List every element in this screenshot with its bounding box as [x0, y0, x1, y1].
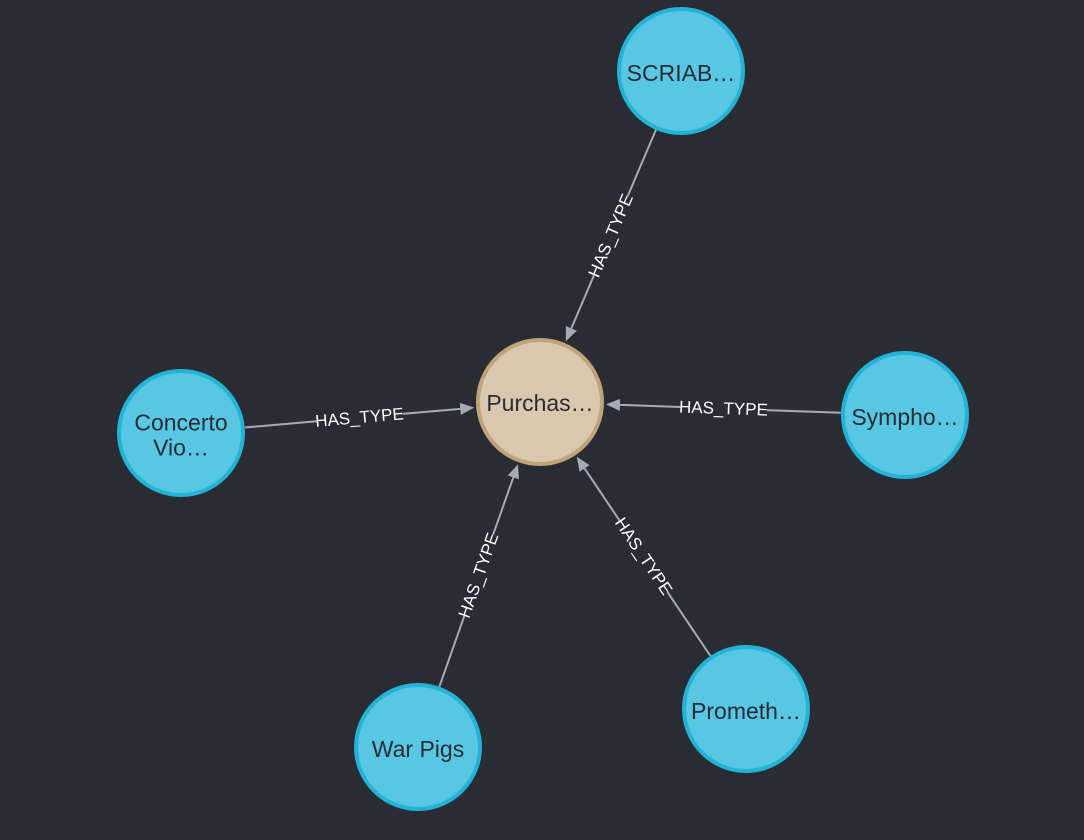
- edge-label: HAS_TYPE: [679, 397, 768, 419]
- node-circle: [617, 7, 745, 135]
- edge-prometheus[interactable]: HAS_TYPE: [576, 456, 712, 657]
- edge-label: HAS_TYPE: [455, 530, 503, 620]
- node-scriabin[interactable]: SCRIAB…: [617, 7, 745, 135]
- nodes-layer: Purchas… SCRIAB… Sympho… Prometh… War Pigs Co…: [117, 7, 969, 811]
- edge-line-segment: [583, 467, 621, 522]
- edge-symphony[interactable]: HAS_TYPE: [605, 397, 842, 420]
- node-circle: [117, 369, 245, 497]
- node-label: Concerto: [134, 410, 227, 436]
- edge-scriabin[interactable]: HAS_TYPE: [565, 129, 657, 342]
- edge-line-segment: [766, 409, 842, 414]
- edge-war-pigs[interactable]: HAS_TYPE: [438, 464, 519, 687]
- node-purchase-type[interactable]: Purchas…: [476, 338, 604, 466]
- node-symphony[interactable]: Sympho…: [841, 351, 969, 479]
- edge-line-segment: [244, 420, 317, 429]
- edge-label: HAS_TYPE: [611, 514, 676, 598]
- edge-concerto[interactable]: HAS_TYPE: [244, 402, 475, 431]
- arrowhead-icon: [565, 326, 577, 342]
- node-circle: [682, 645, 810, 773]
- node-label: Sympho…: [851, 404, 958, 430]
- edge-line-segment: [666, 591, 712, 657]
- node-label: SCRIAB…: [627, 60, 736, 86]
- edge-line-segment: [402, 407, 461, 415]
- node-label: War Pigs: [372, 736, 464, 762]
- node-war-pigs[interactable]: War Pigs: [354, 683, 482, 811]
- edge-line-segment: [619, 403, 681, 409]
- node-label: Purchas…: [486, 390, 593, 416]
- node-label: Vio…: [153, 435, 209, 461]
- arrowhead-icon: [459, 402, 475, 415]
- node-prometheus[interactable]: Prometh…: [682, 645, 810, 773]
- node-concerto[interactable]: ConcertoVio…: [117, 369, 245, 497]
- node-circle: [841, 351, 969, 479]
- edge-label: HAS_TYPE: [585, 191, 637, 280]
- arrowhead-icon: [507, 464, 519, 480]
- edge-label: HAS_TYPE: [314, 404, 404, 431]
- arrowhead-icon: [576, 456, 590, 472]
- edge-line-segment: [438, 615, 466, 687]
- node-circle: [354, 683, 482, 811]
- node-label: Prometh…: [691, 698, 801, 724]
- arrowhead-icon: [605, 398, 621, 411]
- edge-line-segment: [570, 274, 595, 329]
- edge-line-segment: [492, 477, 515, 536]
- node-circle: [476, 338, 604, 466]
- edge-line-segment: [626, 129, 657, 197]
